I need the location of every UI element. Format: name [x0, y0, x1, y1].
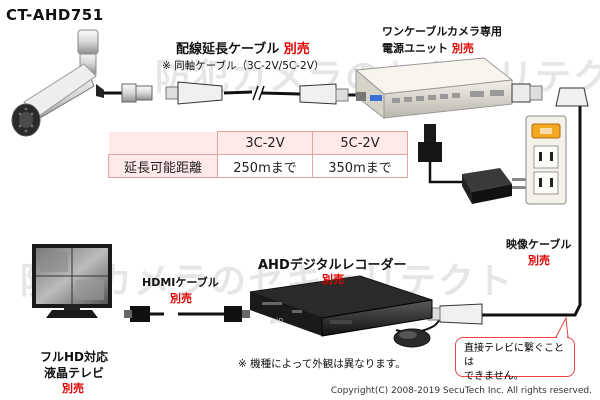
table-header-row: 3C-2V 5C-2V	[108, 131, 408, 155]
recorder-photo	[249, 275, 433, 337]
dc-plug	[418, 124, 442, 162]
tv-photo	[32, 244, 112, 318]
video-cable-sold: 別売	[528, 254, 550, 267]
cable-break-mark	[252, 85, 265, 101]
model-title: CT-AHD751	[6, 6, 104, 24]
hdmi-cable-title: HDMIケーブル	[142, 276, 219, 289]
video-plug-top	[555, 87, 589, 107]
table-header: 5C-2V	[312, 131, 408, 155]
coax-cable-sold: 別売	[283, 42, 310, 57]
table-cell: 350mまで	[312, 154, 408, 178]
coax-plug-left	[165, 81, 223, 105]
direct-tv-note-line1: 直接テレビに繋ぐことは	[464, 343, 564, 368]
tv-line2: 液晶テレビ	[44, 366, 105, 380]
wall-outlet	[525, 115, 567, 205]
table-cell: 250mまで	[217, 154, 313, 178]
power-unit-line2: 電源ユニット	[382, 42, 448, 55]
direct-tv-note-line2: できません。	[464, 371, 524, 382]
power-unit-line1: ワンケーブルカメラ専用	[382, 25, 503, 38]
video-plug-bottom	[427, 303, 483, 325]
hdmi-cable-sold: 別売	[170, 292, 192, 305]
mouse	[393, 328, 431, 348]
coax-cable-title: 配線延長ケーブル 別売	[176, 38, 310, 57]
recorder-title: AHDデジタルレコーダー	[258, 258, 407, 273]
bnc-connector-unit	[511, 83, 543, 103]
coax-plug-right	[299, 83, 349, 105]
hdmi-plug-right	[224, 306, 250, 322]
direct-tv-note: 直接テレビに繋ぐことは できません。	[455, 337, 575, 382]
power-unit-line2-row: 電源ユニット 別売	[382, 40, 474, 56]
adapter-cable	[428, 160, 470, 184]
recorder-sold: 別売	[322, 273, 344, 286]
copyright: Copyright(C) 2008-2019 SecuTech Inc. All…	[330, 386, 592, 396]
ac-adapter	[462, 168, 526, 204]
power-unit-sold: 別売	[451, 42, 474, 55]
tv-line1: フルHD対応	[40, 350, 109, 364]
video-cable-title: 映像ケーブル	[506, 238, 572, 251]
table-row: 延長可能距離 250mまで 350mまで	[108, 154, 408, 178]
appearance-note: ※ 機種によって外観は異なります。	[238, 358, 406, 370]
distance-table: 3C-2V 5C-2V 延長可能距離 250mまで 350mまで	[108, 131, 408, 178]
hdmi-plug-left	[124, 306, 150, 322]
coax-cable-note: ※ 同軸ケーブル（3C-2V/5C-2V）	[162, 60, 325, 72]
tv-sold: 別売	[62, 382, 84, 395]
power-unit-photo	[354, 57, 514, 120]
table-corner	[108, 131, 218, 155]
bnc-connector-camera	[121, 83, 153, 103]
table-row-label: 延長可能距離	[108, 154, 218, 178]
coax-cable-title-text: 配線延長ケーブル	[176, 42, 280, 57]
camera-photo	[11, 29, 104, 137]
table-header: 3C-2V	[217, 131, 313, 155]
